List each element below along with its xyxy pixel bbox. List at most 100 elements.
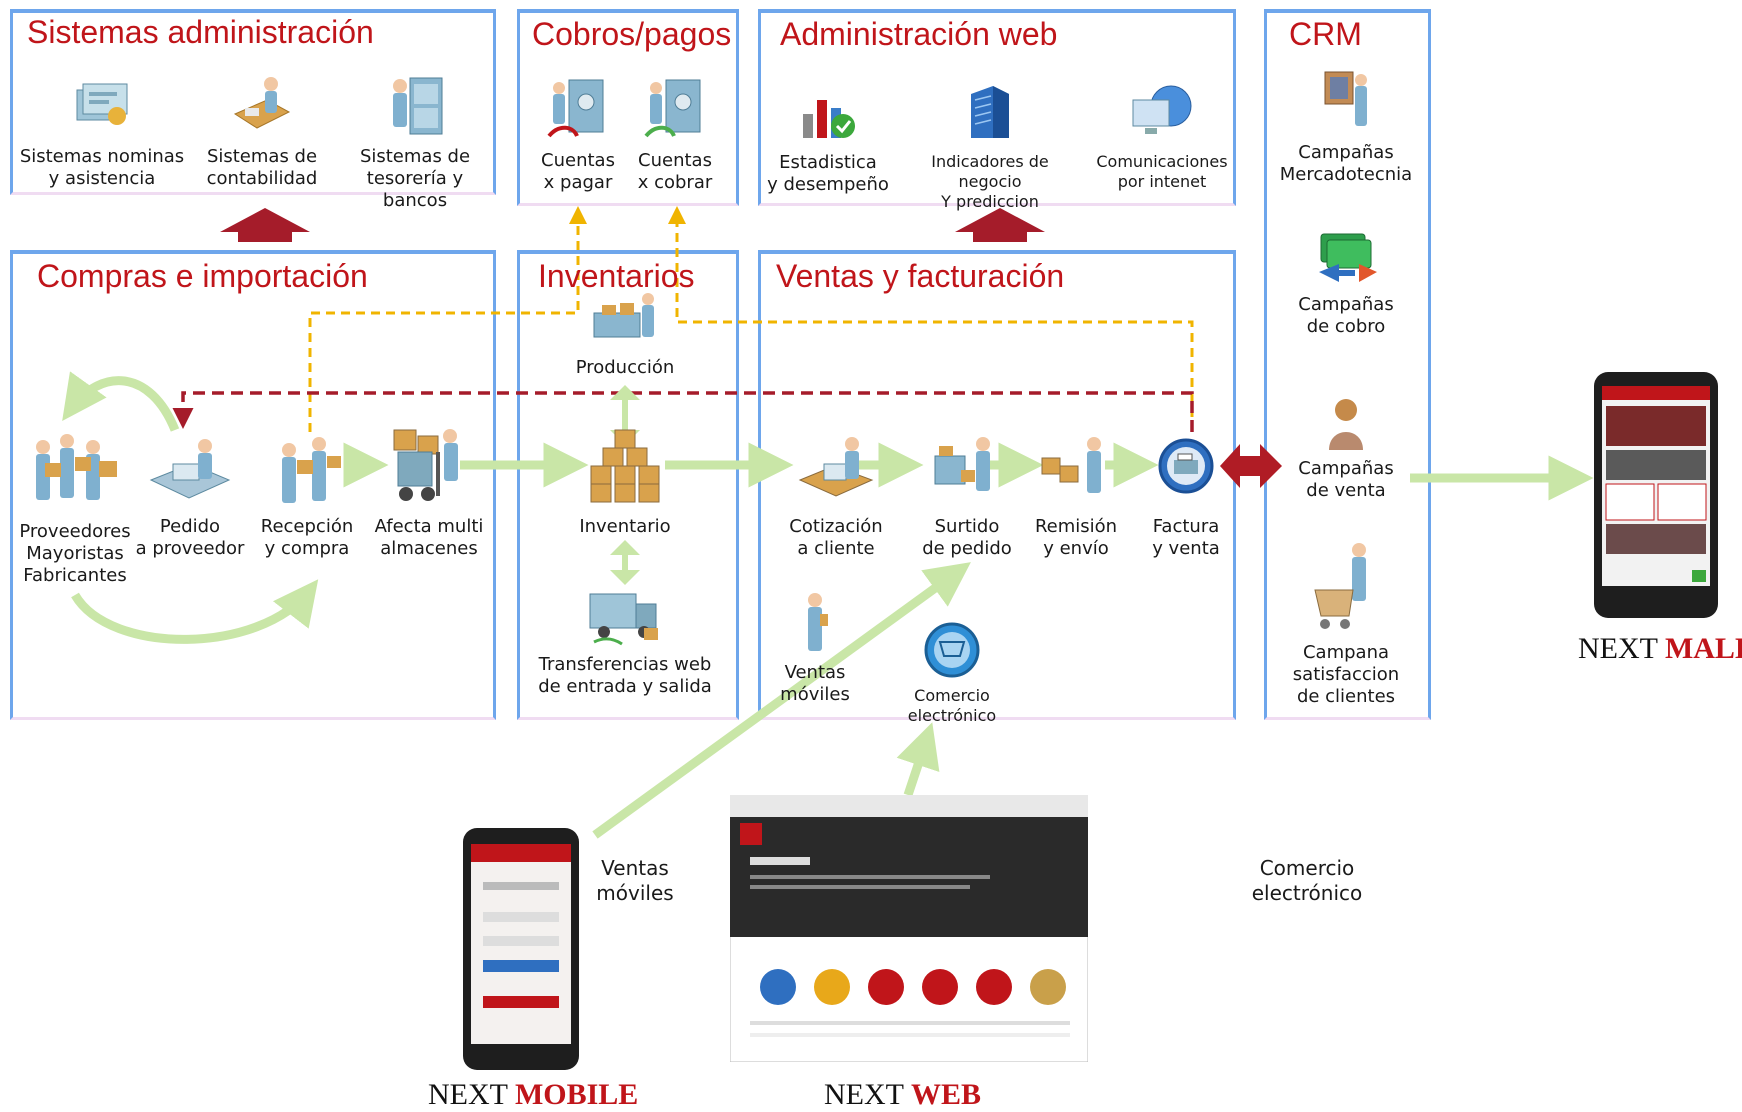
panel-title-cobros: Cobros/pagos [532, 16, 732, 52]
brand-prefix: NEXT [428, 1078, 515, 1111]
stats-icon [803, 100, 855, 138]
shipping-icon [1041, 437, 1101, 493]
panel-title-compras: Compras e importación [37, 258, 368, 294]
node-surtido: Surtido de pedido [877, 430, 1057, 560]
reception-icon [282, 437, 341, 503]
panel-title-ventas: Ventas y facturación [776, 258, 1065, 294]
up-arrow-sistemas [220, 208, 310, 242]
truck-icon [589, 593, 658, 646]
node-label: Campañas Mercadotecnia [1279, 142, 1413, 185]
node-label: Sistemas de contabilidad [206, 146, 318, 189]
node-label: Producción [575, 357, 675, 378]
node-contabilidad: Sistemas de contabilidad [172, 70, 352, 190]
production-icon [593, 293, 654, 338]
node-pedido: Pedido a proveedor [100, 430, 280, 560]
up-arrow-admin-web [955, 208, 1045, 242]
customer-cart-icon [1314, 543, 1366, 629]
label-comercio-electronico: Comercio electrónico [1251, 856, 1363, 905]
node-cuentas-pagar: Cuentas x pagar [488, 74, 668, 194]
money-icon [1319, 233, 1377, 282]
node-indicadores: Indicadores de negocio Y prediccion [900, 80, 1080, 212]
node-cuentas-cobrar: Cuentas x cobrar [585, 74, 765, 194]
forklift-icon [393, 429, 458, 501]
sales-person-icon [1329, 399, 1363, 450]
globe-monitor-icon [1132, 85, 1192, 134]
node-proveedores: Proveedores Mayoristas Fabricantes [0, 425, 165, 587]
payroll-icon [76, 83, 128, 125]
node-label: Recepción y compra [260, 516, 354, 559]
node-label: Cuentas x cobrar [637, 150, 713, 193]
node-inventario: Inventario [535, 426, 715, 538]
boxes-icon [590, 429, 660, 503]
mobile-seller-icon [808, 593, 828, 651]
panel-title-admin-web: Administración web [780, 16, 1058, 52]
node-recepcion: Recepción y compra [217, 430, 397, 560]
node-label: Cuentas x pagar [541, 150, 615, 193]
node-comercio-small: Comercio electrónico [862, 620, 1042, 726]
node-campanas-mercadotecnia: Campañas Mercadotecnia [1256, 62, 1436, 186]
node-campanas-venta: Campañas de venta [1256, 392, 1436, 502]
node-campana-satisfaccion: Campana satisfaccion de clientes [1256, 540, 1436, 708]
brand-prefix: NEXT [824, 1078, 911, 1111]
next-mobile-phone [459, 826, 583, 1072]
node-label: Surtido de pedido [922, 516, 1012, 559]
order-desk-icon [149, 439, 231, 499]
building-icon [971, 86, 1009, 138]
node-label: Afecta multi almacenes [374, 516, 484, 559]
accounts-receivable-icon [644, 79, 701, 138]
flow-web-comercio [896, 722, 940, 797]
node-comunicaciones: Comunicaciones por intenet [1072, 76, 1252, 192]
brand-next-mall: NEXT MALL [1578, 632, 1742, 666]
brand-prefix: NEXT [1578, 632, 1665, 665]
node-label: Transferencias web de entrada y salida [538, 654, 712, 697]
node-label: Inventario [579, 516, 671, 537]
node-label: Campana satisfaccion de clientes [1292, 642, 1400, 707]
brand-suffix: MALL [1664, 632, 1742, 665]
node-label: Comunicaciones por intenet [1096, 152, 1228, 191]
accounts-payable-icon [547, 79, 604, 138]
brand-suffix: MOBILE [514, 1078, 639, 1111]
treasury-icon [393, 77, 443, 135]
panel-cobros-pagos [517, 9, 739, 206]
panel-title-sistemas: Sistemas administración [27, 14, 374, 50]
node-label: Campañas de cobro [1298, 294, 1394, 337]
node-transferencias: Transferencias web de entrada y salida [535, 580, 715, 698]
node-cotizacion: Cotización a cliente [746, 430, 926, 560]
node-label: Estadistica y desempeño [767, 152, 889, 195]
next-mall-phone [1590, 370, 1722, 620]
marketing-icon [1324, 71, 1367, 126]
node-label: Factura y venta [1152, 516, 1220, 559]
node-afecta-almacenes: Afecta multi almacenes [339, 422, 519, 560]
node-label: Proveedores Mayoristas Fabricantes [19, 521, 131, 586]
accounting-icon [233, 77, 291, 129]
cart-globe-icon [924, 622, 980, 678]
quote-icon [798, 437, 874, 497]
node-estadistica: Estadistica y desempeño [738, 80, 918, 196]
node-label: Remisión y envío [1034, 516, 1118, 559]
node-nominas: Sistemas nominas y asistencia [12, 70, 192, 190]
panel-title-crm: CRM [1289, 16, 1362, 52]
cash-register-icon [1158, 438, 1214, 494]
label-ventas-moviles: Ventas móviles [596, 856, 674, 905]
node-label: Sistemas de tesorería y bancos [359, 146, 471, 211]
node-label: Sistemas nominas y asistencia [19, 146, 185, 189]
brand-suffix: WEB [910, 1078, 981, 1111]
node-label: Cotización a cliente [789, 516, 883, 559]
node-tesoreria: Sistemas de tesorería y bancos [325, 70, 505, 212]
node-produccion: Producción [535, 285, 715, 379]
node-label: Campañas de venta [1298, 458, 1394, 501]
node-campanas-cobro: Campañas de cobro [1256, 228, 1436, 338]
panel-crm [1264, 9, 1431, 720]
brand-next-web: NEXT WEB [824, 1078, 981, 1112]
next-web-browser [729, 794, 1089, 1063]
node-label: Comercio electrónico [907, 686, 997, 725]
node-label: Pedido a proveedor [135, 516, 245, 559]
node-factura: Factura y venta [1096, 430, 1276, 560]
picking-icon [934, 437, 990, 491]
panel-administracion-web [758, 9, 1236, 206]
brand-next-mobile: NEXT MOBILE [428, 1078, 638, 1112]
suppliers-icon [36, 434, 117, 500]
node-label: Indicadores de negocio Y prediccion [931, 152, 1049, 211]
panel-compras-importacion [10, 250, 496, 720]
node-remision: Remisión y envío [986, 430, 1166, 560]
